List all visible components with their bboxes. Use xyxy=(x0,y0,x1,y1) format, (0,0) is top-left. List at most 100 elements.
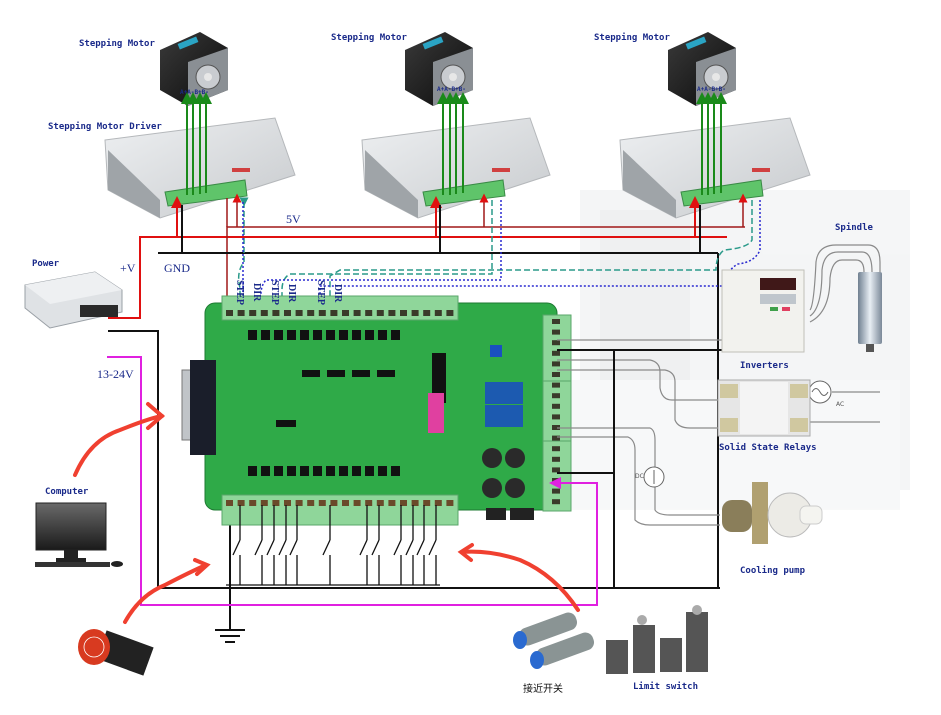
optocoupler-chips xyxy=(248,330,400,476)
ic-chip xyxy=(352,370,370,377)
ac-label: AC xyxy=(836,401,845,408)
ac-source-symbol xyxy=(808,380,832,404)
optocoupler xyxy=(287,330,296,340)
optocoupler xyxy=(391,466,400,476)
optocoupler xyxy=(352,330,361,340)
spindle-label: Spindle xyxy=(835,223,873,233)
optocoupler xyxy=(391,330,400,340)
top-terminal-pins xyxy=(226,310,454,316)
motor-2-label: Stepping Motor xyxy=(331,33,407,43)
optocoupler xyxy=(287,466,296,476)
plus-v-wire xyxy=(108,196,727,319)
terminal-pin xyxy=(552,456,560,462)
optocoupler xyxy=(313,466,322,476)
spindle xyxy=(858,272,882,352)
motor-1-label: Stepping Motor xyxy=(79,39,155,49)
terminal-pin xyxy=(400,310,407,316)
terminal-pin xyxy=(552,446,560,452)
terminal-pin xyxy=(330,310,338,316)
terminal-pin xyxy=(388,310,396,316)
switch-blade xyxy=(393,539,402,556)
inverter xyxy=(721,269,805,353)
terminal-pin xyxy=(552,319,560,324)
terminal-pin xyxy=(552,372,560,377)
terminal-pin xyxy=(552,425,560,430)
ssr-label: Solid State Relays xyxy=(719,443,817,453)
optocoupler xyxy=(248,466,257,476)
terminal-pin xyxy=(552,340,560,346)
terminal-pin xyxy=(272,500,280,506)
terminal-pin xyxy=(307,500,315,506)
terminal-pin xyxy=(249,500,257,506)
terminal-pin xyxy=(260,310,268,316)
db25-connector[interactable] xyxy=(181,360,216,455)
step-signal-wires xyxy=(237,197,753,318)
switch-blade xyxy=(322,539,331,556)
optocoupler xyxy=(339,466,348,476)
terminal-pin xyxy=(365,500,373,506)
breakout-board[interactable] xyxy=(204,295,572,526)
ic-chip xyxy=(276,420,296,427)
optocoupler xyxy=(378,466,387,476)
inverters-label: Inverters xyxy=(740,361,789,371)
optocoupler xyxy=(261,330,270,340)
gnd-label: GND xyxy=(164,261,190,275)
optocoupler xyxy=(326,330,335,340)
terminal-pin xyxy=(552,499,560,505)
terminal-pin xyxy=(376,500,384,506)
black-bus xyxy=(557,349,730,588)
limit-switches xyxy=(606,605,708,674)
optocoupler xyxy=(274,330,283,340)
terminal-pin xyxy=(552,435,560,441)
motor-1-pins-label: A+A-B+B- xyxy=(180,89,209,96)
terminal-pin xyxy=(552,361,560,367)
ic-chip xyxy=(327,370,345,377)
terminal-pin xyxy=(552,329,560,335)
terminal-pin xyxy=(307,310,315,316)
driver-label: Stepping Motor Driver xyxy=(48,122,162,132)
switch-blade xyxy=(428,539,437,556)
red-arrows xyxy=(73,402,580,624)
signal-label-step-3: STEP xyxy=(315,280,326,306)
limit-switch-label: Limit switch xyxy=(633,682,699,692)
cooling-pump-label: Cooling pump xyxy=(740,566,806,576)
motor-phase-wires xyxy=(181,92,727,195)
motor-3-pins-label: A+A-B+B- xyxy=(697,86,726,93)
switch-blade xyxy=(359,539,368,556)
terminal-pin xyxy=(353,500,361,506)
terminal-pin xyxy=(434,500,442,506)
motor-2-pins-label: A+A-B+B- xyxy=(437,86,466,93)
switch-blade xyxy=(266,539,275,556)
power-label: Power xyxy=(32,259,60,269)
terminal-pin xyxy=(376,310,384,316)
motor-3-label: Stepping Motor xyxy=(594,33,670,43)
switch-blade xyxy=(232,539,241,556)
terminal-pin xyxy=(226,500,233,506)
terminal-pin xyxy=(284,310,291,316)
terminal-pin xyxy=(446,310,454,316)
terminal-pin xyxy=(411,500,419,506)
signal-label-dir-3: DIR xyxy=(332,284,343,303)
signal-label-dir-2: DIR xyxy=(286,284,297,303)
terminal-pin xyxy=(249,310,257,316)
switch-blade xyxy=(405,539,414,556)
proximity-switches xyxy=(513,612,595,669)
terminal-pin xyxy=(552,467,560,473)
five-v-wire xyxy=(226,193,748,318)
solid-state-relay xyxy=(717,379,811,437)
computer-label: Computer xyxy=(45,487,89,497)
terminal-pin xyxy=(400,500,407,506)
optocoupler xyxy=(365,330,374,340)
terminal-pin xyxy=(342,500,349,506)
power-supply xyxy=(24,271,123,329)
switch-blade xyxy=(289,539,298,556)
terminal-pin xyxy=(552,350,560,356)
terminal-pin xyxy=(552,414,560,420)
signal-label-step-2: STEP xyxy=(269,280,280,306)
terminal-pin xyxy=(226,310,233,316)
terminal-pin xyxy=(411,310,419,316)
terminal-pin xyxy=(295,310,303,316)
optocoupler xyxy=(274,466,283,476)
optocoupler xyxy=(326,466,335,476)
